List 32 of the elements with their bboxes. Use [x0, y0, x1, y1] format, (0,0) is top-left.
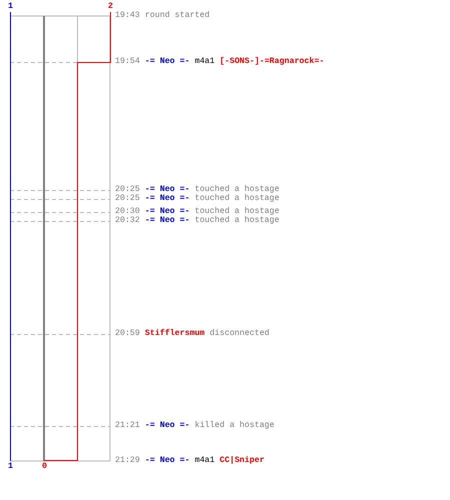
player-name: -= Neo =- [144, 216, 190, 226]
timestamp: 21:21 [115, 421, 140, 431]
timestamp: 21:29 [115, 456, 140, 466]
player-name: -= Neo =- [144, 421, 190, 431]
player-name: -= Neo =- [144, 57, 190, 67]
timestamp: 19:54 [115, 57, 140, 67]
timestamp: 20:32 [115, 216, 140, 226]
player-name: Stifflersmum [144, 329, 205, 339]
player-name: -= Neo =- [144, 194, 190, 204]
event-text: touched a hostage [194, 216, 280, 226]
score-number: 0 [42, 462, 47, 472]
player-name: -= Neo =- [144, 456, 190, 466]
event-text: touched a hostage [194, 185, 280, 194]
weapon-name: m4a1 [194, 57, 215, 67]
event-text: touched a hostage [194, 207, 280, 216]
player-name: -= Neo =- [144, 185, 190, 194]
timestamp: 20:59 [115, 329, 140, 339]
timestamp: 20:25 [115, 185, 140, 194]
event-text: disconnected [210, 329, 270, 339]
player-name: [-SONS-]-=Ragnarock=- [220, 57, 324, 67]
timestamp: 20:25 [115, 194, 140, 204]
event-text: round started [144, 11, 210, 21]
timestamp: 19:43 [115, 11, 140, 21]
score-number: 1 [8, 2, 13, 12]
player-name: -= Neo =- [144, 207, 190, 216]
player-name: CC|Sniper [220, 456, 264, 466]
event-text: touched a hostage [194, 194, 280, 204]
weapon-name: m4a1 [194, 456, 215, 466]
score-number: 2 [108, 2, 113, 12]
timestamp: 20:30 [115, 207, 140, 216]
score-number: 1 [8, 462, 13, 472]
event-text: killed a hostage [194, 421, 274, 431]
